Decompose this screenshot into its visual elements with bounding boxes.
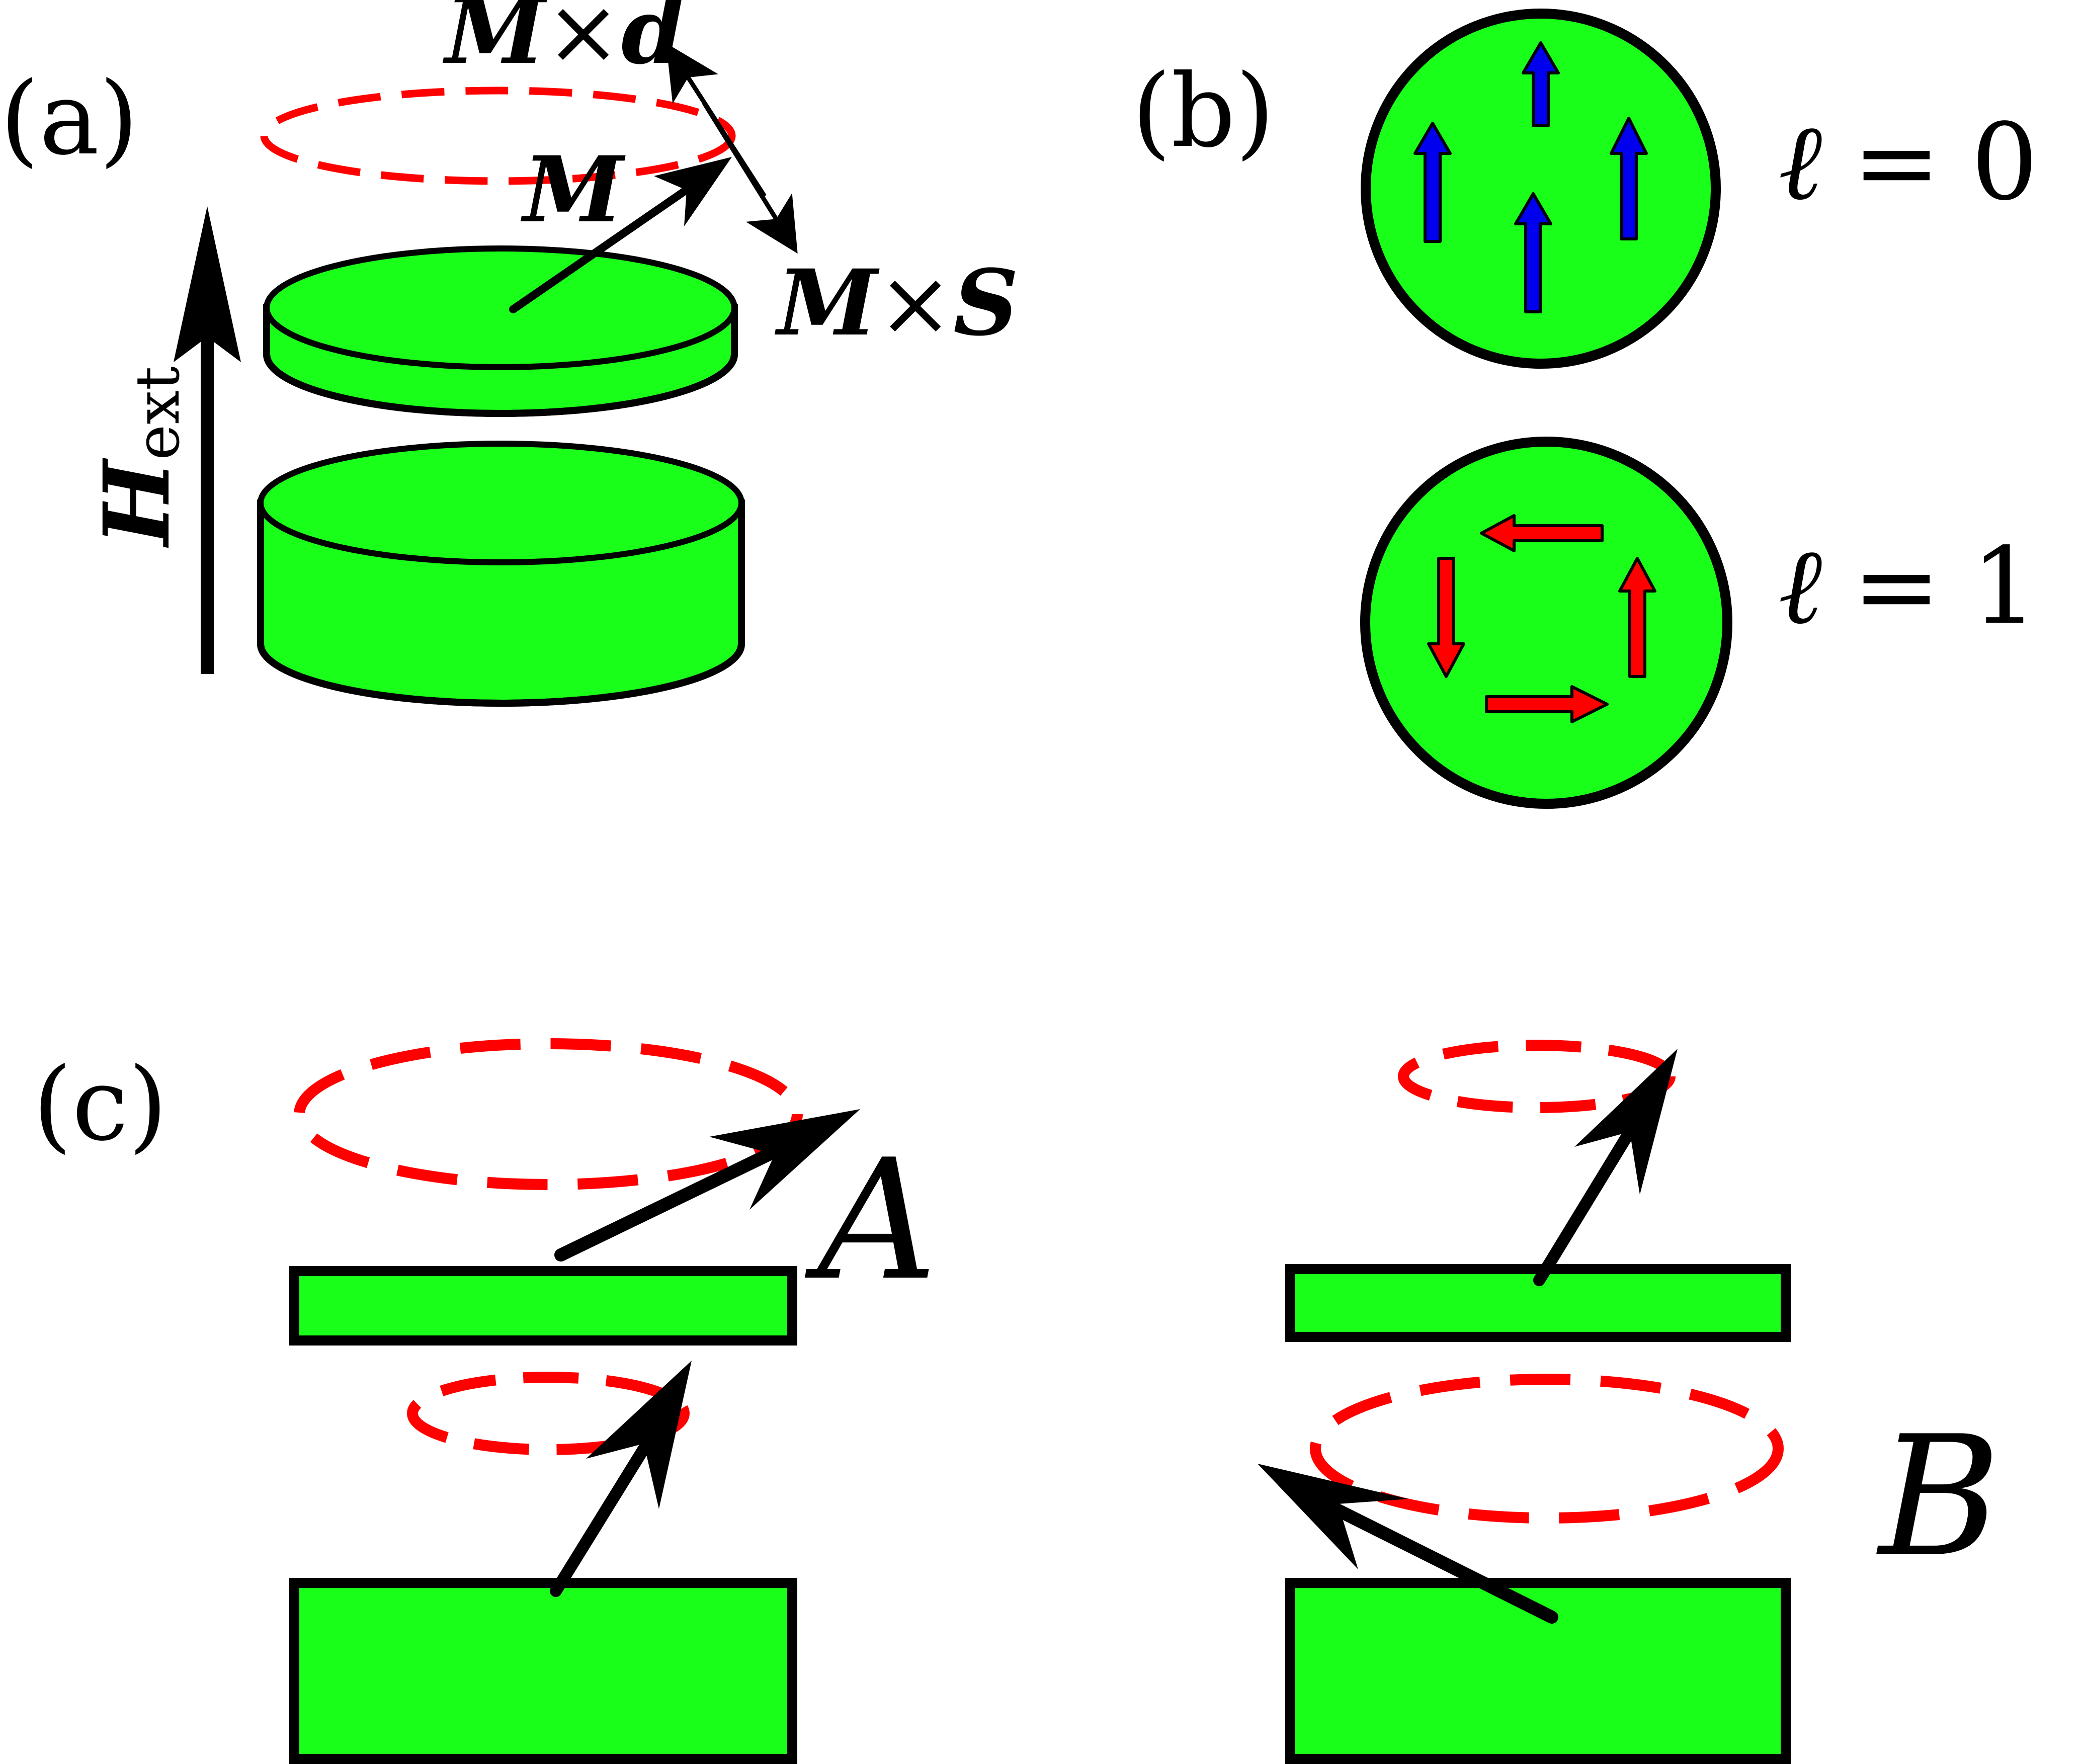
blue-arrow (1522, 41, 1560, 127)
magnetization-arrow-b-top (1533, 1049, 1678, 1286)
red-arrow (1427, 557, 1465, 678)
panel-label-a: (a) (0, 60, 138, 178)
panel-b: (b) ℓ=0 ℓ=1 (1132, 9, 2038, 809)
magnetization-arrow-a-bottom (550, 1361, 692, 1597)
configuration-b: B (1258, 1040, 2001, 1764)
top-disk (263, 245, 738, 417)
damping-m: M (442, 0, 548, 85)
panel-c: (c) A (33, 1038, 2001, 1764)
uniform-mode-disk (1361, 9, 1721, 369)
red-arrow (1485, 685, 1609, 723)
ell-symbol: ℓ (1778, 101, 1822, 224)
magnetization-label: M (520, 137, 626, 243)
free-layer-a (289, 1266, 797, 1346)
equals-sign: = (1852, 525, 1941, 648)
equals-sign: = (1852, 101, 1941, 224)
configuration-a: A (289, 1038, 937, 1764)
precession-orbit-a (260, 87, 736, 185)
external-field-arrow (174, 206, 241, 674)
torque-arrow (666, 43, 798, 254)
spin-cross: × (877, 251, 953, 356)
mode-index: 0 (1971, 101, 2038, 224)
spin-torque-label: M×S (774, 250, 1019, 356)
magnetization-arrow (509, 157, 732, 313)
red-arrow (1618, 557, 1656, 678)
configuration-label-a: A (804, 1124, 937, 1317)
mode-index: 1 (1971, 525, 2038, 648)
panel-a: (a) Hext M (0, 0, 1019, 707)
blue-arrow (1610, 117, 1648, 240)
vortex-mode-disk (1360, 437, 1732, 809)
mode-0-label: ℓ=0 (1778, 101, 2038, 224)
spin-s: S (953, 250, 1019, 356)
spin-m: M (774, 250, 880, 356)
magnetization-arrow-a-top (554, 1109, 860, 1262)
bottom-disk (257, 441, 745, 707)
configuration-label-b: B (1876, 1400, 2001, 1593)
field-subscript: ext (123, 366, 193, 460)
blue-arrow (1514, 192, 1552, 313)
ell-symbol: ℓ (1778, 525, 1822, 648)
field-symbol: H (84, 458, 190, 548)
panel-label-c: (c) (33, 1046, 168, 1163)
precession-orbit-a-top (294, 1038, 803, 1190)
precession-orbit-b-bottom (1310, 1374, 1784, 1524)
damping-torque-label: M×d (442, 0, 685, 85)
mode-1-label: ℓ=1 (1778, 525, 2038, 648)
external-field-label: Hext (84, 366, 193, 548)
precession-orbit-a-bottom (407, 1372, 690, 1455)
damping-cross: × (545, 0, 621, 85)
red-arrow (1480, 514, 1604, 552)
magnetization-arrow-b-bottom (1258, 1464, 1558, 1624)
panel-label-b: (b) (1132, 53, 1275, 170)
damping-d: d (621, 0, 685, 85)
fixed-layer-a (289, 1578, 797, 1764)
blue-arrow (1413, 122, 1452, 243)
